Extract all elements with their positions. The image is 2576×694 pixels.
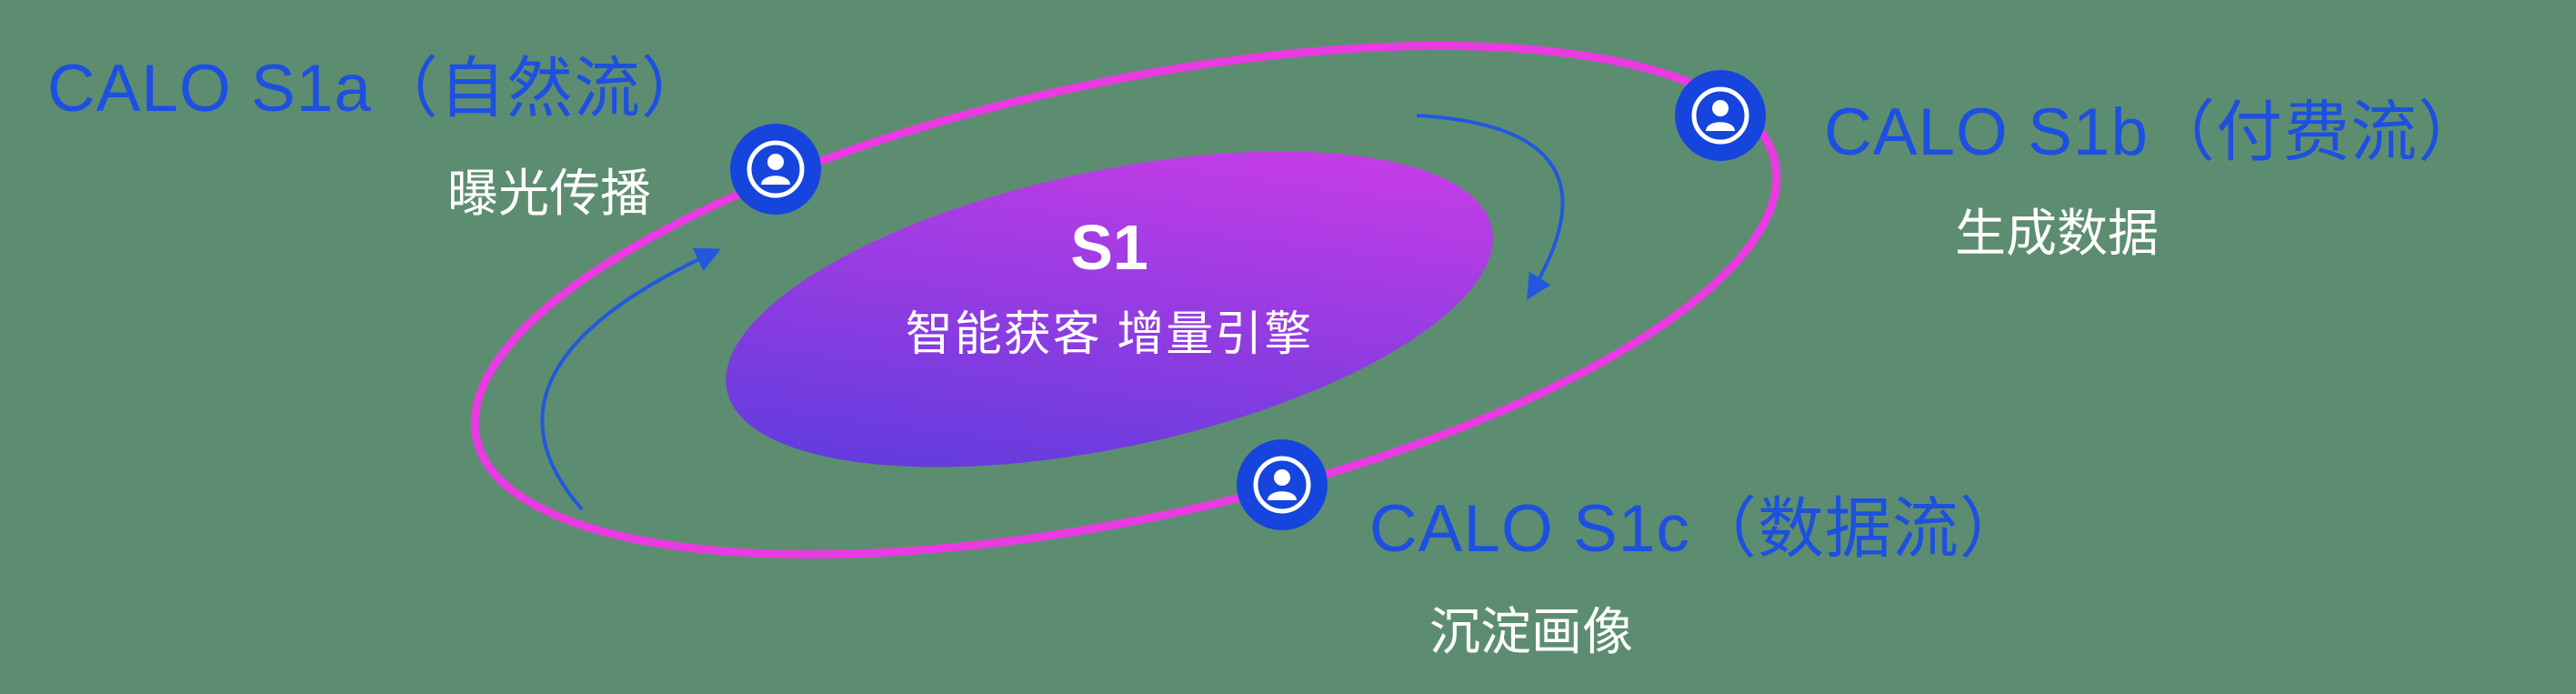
- core-text: S1 智能获客 增量引擎: [818, 213, 1400, 364]
- user-icon: [747, 140, 805, 198]
- orbit-ring: [470, 41, 1781, 559]
- sublabel-s1c: 沉淀画像: [1429, 603, 1633, 660]
- label-s1b: CALO S1b（付费流）: [1824, 96, 2485, 169]
- core-subtitle: 智能获客 增量引擎: [905, 308, 1314, 361]
- sublabel-s1b: 生成数据: [1955, 205, 2159, 262]
- user-icon: [1253, 456, 1311, 514]
- sublabel-s1a: 曝光传播: [447, 165, 651, 222]
- core-title: S1: [1070, 212, 1148, 283]
- label-s1a: CALO S1a（自然流）: [47, 52, 708, 126]
- user-icon: [1691, 86, 1749, 145]
- user-node-s1b: [1675, 70, 1766, 161]
- core-ellipse: [726, 151, 1493, 468]
- label-s1c: CALO S1c（数据流）: [1369, 492, 2027, 566]
- user-node-s1c: [1237, 439, 1328, 530]
- user-node-s1a: [730, 124, 821, 215]
- flow-arrow-left: [540, 247, 722, 511]
- flow-arrow-right: [1416, 114, 1565, 300]
